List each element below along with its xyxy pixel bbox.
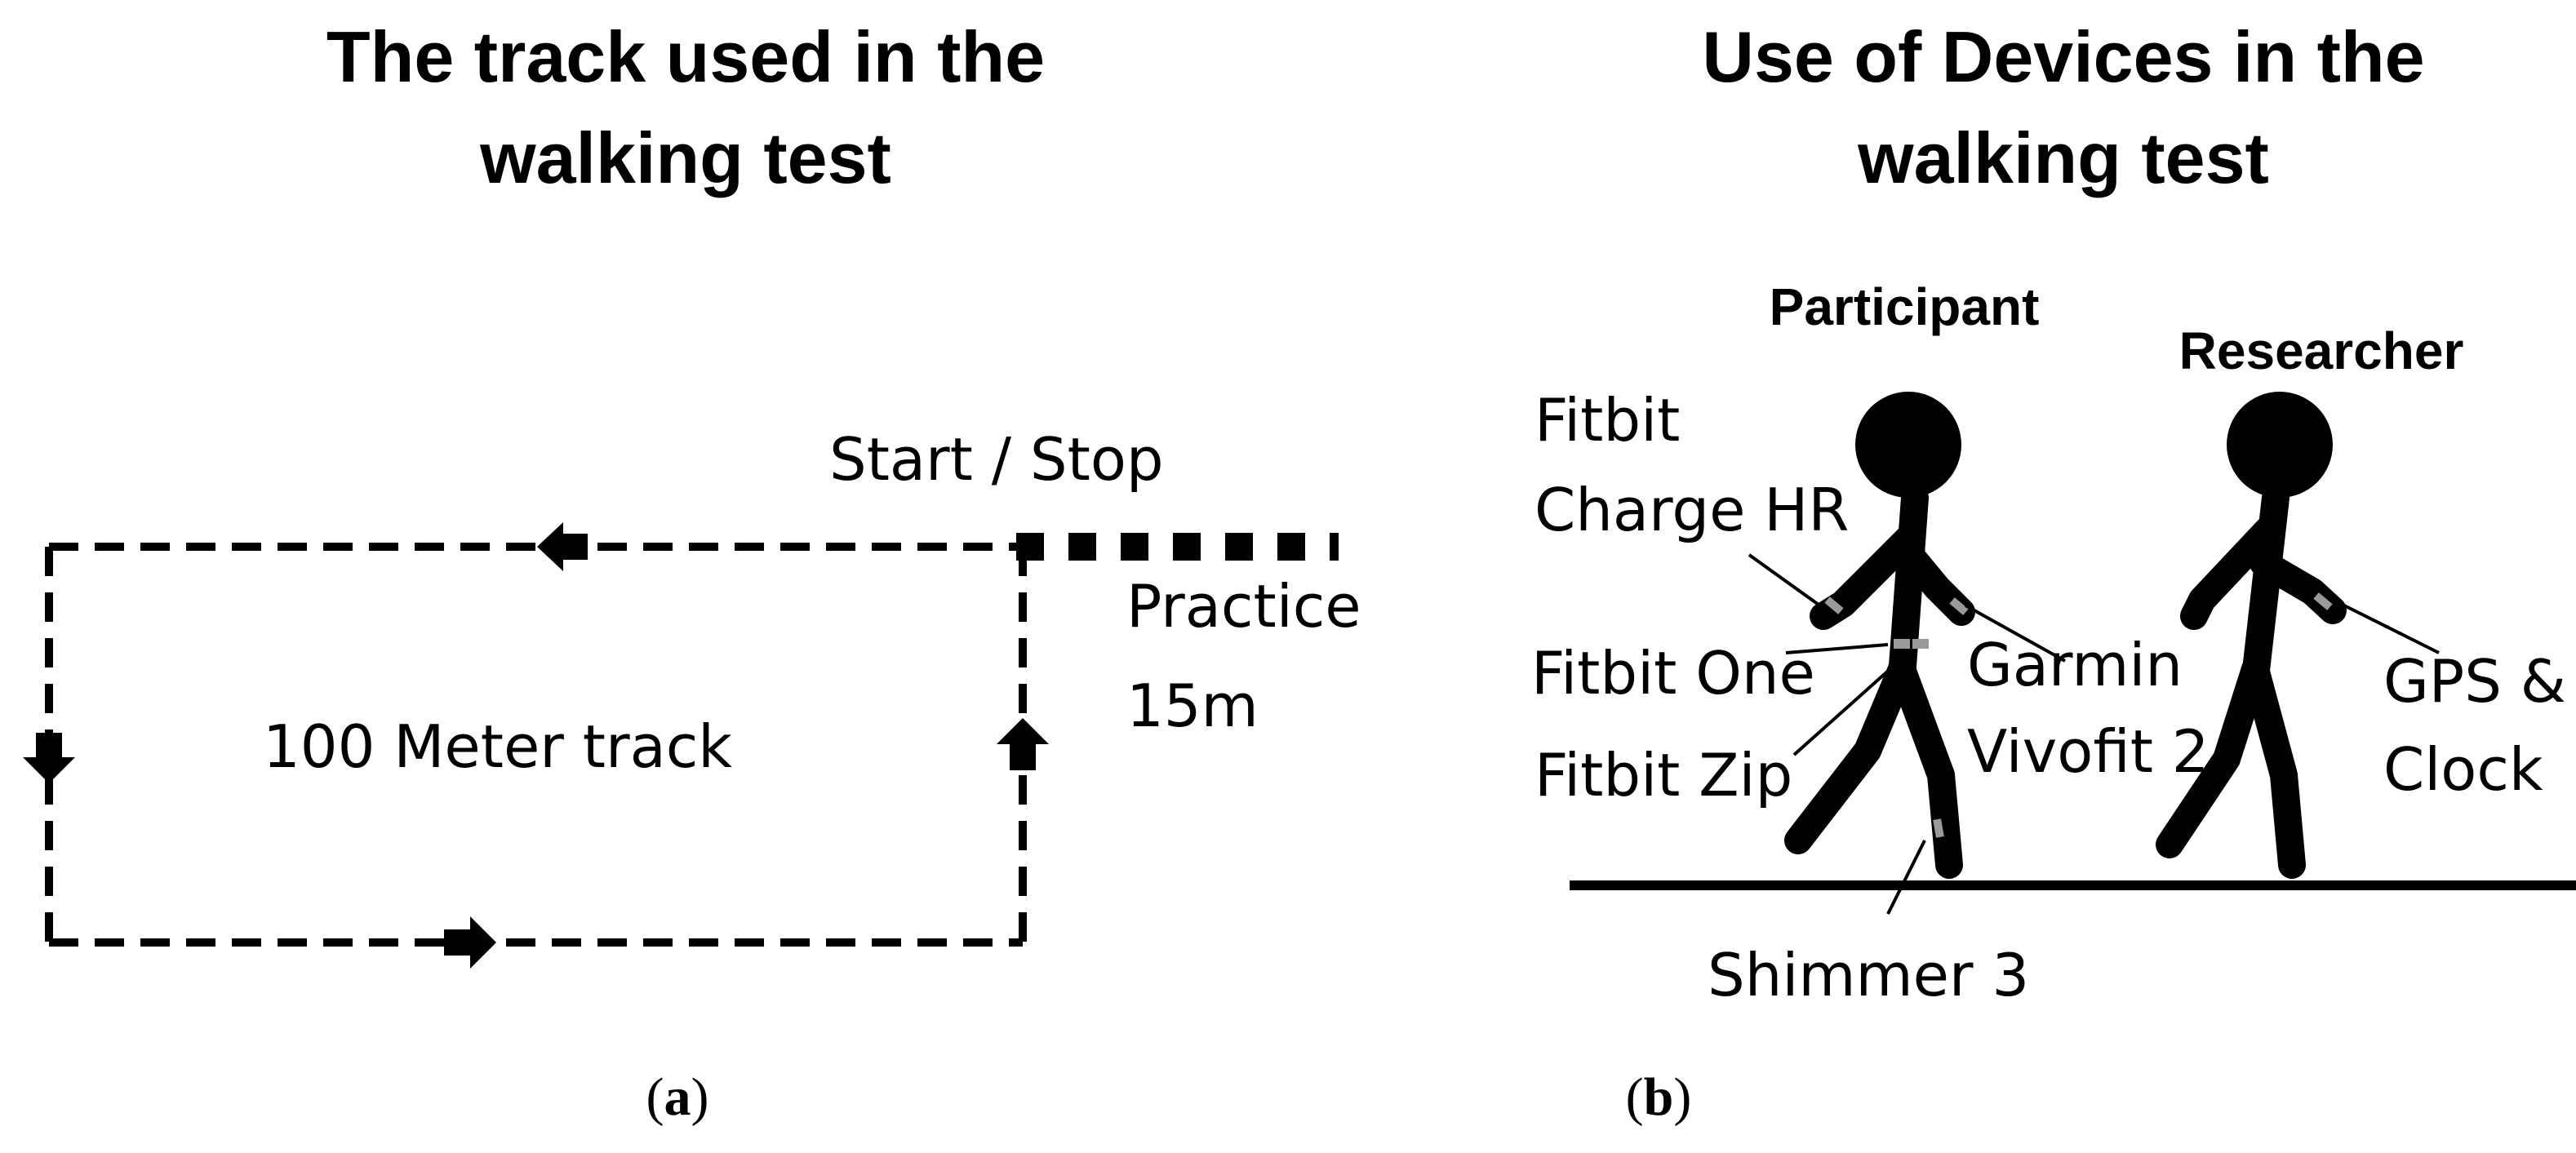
fitbit-one-leader: [1785, 643, 1889, 654]
garmin-sensor: [1949, 597, 1969, 615]
fitbit-one-sensor: [1894, 639, 1910, 649]
charge-hr-sensor: [1824, 596, 1844, 614]
shimmer-leader: [1886, 840, 1926, 915]
arrow-right-icon: [444, 916, 496, 969]
charge-hr-leader: [1748, 553, 1826, 610]
researcher-back-leg: [2156, 655, 2269, 858]
researcher-back-arm: [2180, 517, 2281, 630]
shimmer-sensor: [1933, 818, 1944, 838]
garmin-label-line1: Garmin: [1967, 631, 2183, 699]
garmin-leader: [1965, 604, 2066, 663]
fitbit-one-label: Fitbit One: [1531, 639, 1815, 707]
gps-clock-sensor: [2313, 592, 2333, 610]
panel-track: The track used in the walking test Start…: [23, 16, 1361, 1127]
gps-label-line2: Clock: [2383, 735, 2543, 804]
researcher-sensors: [2313, 592, 2333, 610]
garmin-label-line2: Vivofit 2: [1967, 717, 2210, 786]
gps-leader: [2340, 602, 2440, 654]
fitbit-charge-label-line2: Charge HR: [1534, 476, 1849, 544]
researcher-figure: [2156, 392, 2347, 879]
track-title: The track used in the walking test: [326, 16, 1046, 198]
caption-a: (a): [646, 1067, 709, 1127]
fitbit-charge-label-line1: Fitbit: [1534, 386, 1680, 455]
caption-b: (b): [1625, 1067, 1692, 1127]
fitbit-zip-label: Fitbit Zip: [1534, 741, 1792, 809]
arrow-left-icon: [537, 522, 588, 571]
participant-front-leg: [1888, 655, 1963, 879]
arrow-down-icon: [23, 733, 75, 783]
practice-distance-label: 15m: [1126, 672, 1259, 740]
participant-back-leg: [1784, 655, 1916, 854]
gps-label-line1: GPS &: [2383, 647, 2566, 716]
fitbit-zip-sensor: [1912, 639, 1929, 649]
arrow-up-icon: [997, 718, 1049, 770]
researcher-front-leg: [2241, 655, 2306, 879]
participant-sensors: [1824, 596, 1969, 838]
start-stop-label: Start / Stop: [829, 425, 1164, 494]
researcher-head: [2227, 392, 2333, 498]
participant-figure: [1784, 392, 1975, 879]
track-length-label: 100 Meter track: [263, 712, 732, 781]
walkers-diagram: Participant Researcher Fitbit Charge HR …: [1531, 277, 2576, 1009]
fitbit-zip-leader: [1792, 651, 1910, 756]
participant-head: [1855, 392, 1961, 498]
panel-devices: Use of Devices in the walking test: [1288, 0, 2576, 1153]
devices-title: Use of Devices in the walking test: [1702, 16, 2425, 198]
researcher-label: Researcher: [2179, 322, 2464, 380]
practice-label: Practice: [1126, 572, 1361, 641]
practice-segment: [1016, 533, 1339, 561]
participant-back-arm: [1810, 525, 1922, 630]
shimmer-label: Shimmer 3: [1708, 941, 2029, 1009]
participant-label: Participant: [1770, 277, 2040, 336]
track-diagram: Start / Stop Practice 15m 100 Meter trac…: [23, 425, 1361, 969]
